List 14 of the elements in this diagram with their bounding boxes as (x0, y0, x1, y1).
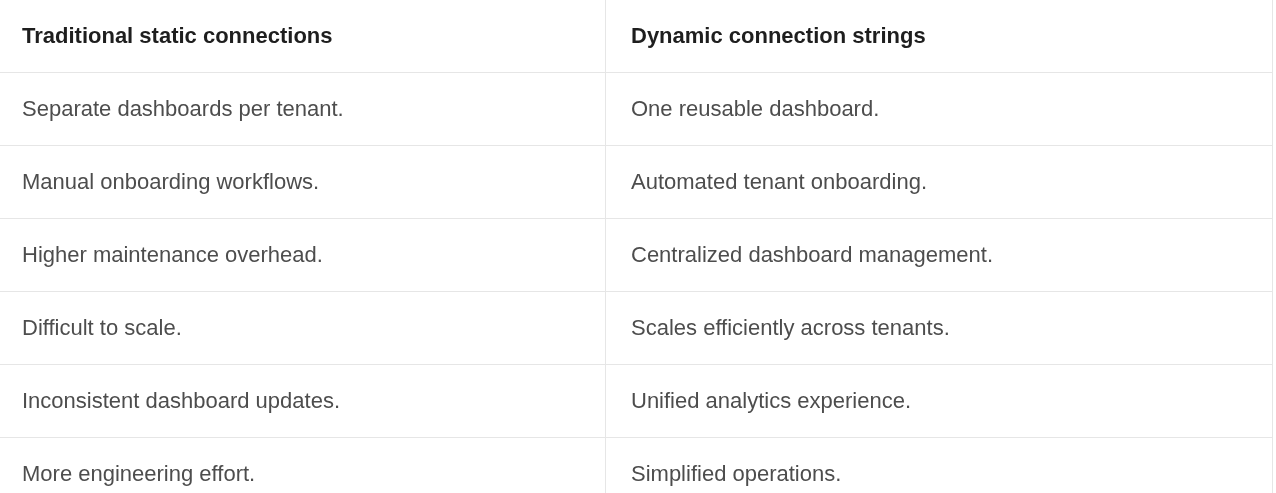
table-cell: Higher maintenance overhead. (0, 219, 605, 292)
table-cell: More engineering effort. (0, 438, 605, 493)
table-cell: Unified analytics experience. (605, 365, 1272, 438)
column-header: Dynamic connection strings (605, 0, 1272, 73)
table-cell: Scales efficiently across tenants. (605, 292, 1272, 365)
table-cell: Separate dashboards per tenant. (0, 73, 605, 146)
table-cell: Centralized dashboard management. (605, 219, 1272, 292)
table-cell: One reusable dashboard. (605, 73, 1272, 146)
table-cell: Inconsistent dashboard updates. (0, 365, 605, 438)
column-header: Traditional static connections (0, 0, 605, 73)
table-cell: Manual onboarding workflows. (0, 146, 605, 219)
table-cell: Difficult to scale. (0, 292, 605, 365)
table-cell: Simplified operations. (605, 438, 1272, 493)
table-cell: Automated tenant onboarding. (605, 146, 1272, 219)
